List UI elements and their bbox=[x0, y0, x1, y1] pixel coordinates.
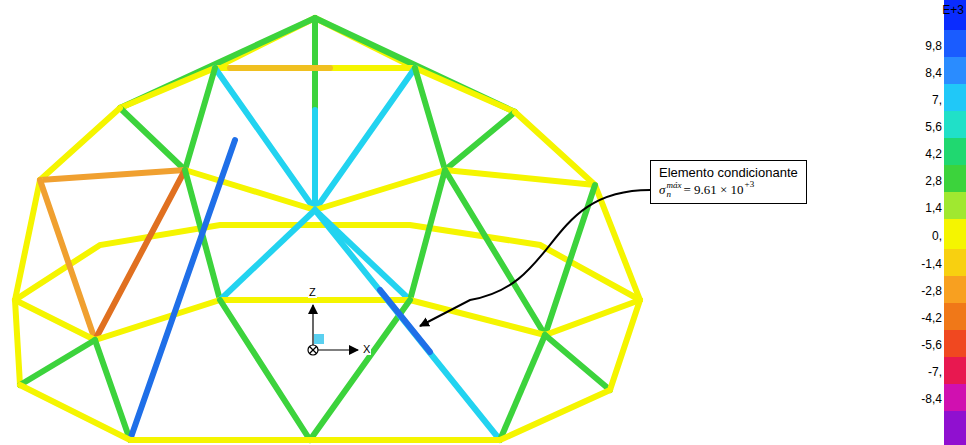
scale-tick: -2,8 bbox=[902, 285, 942, 297]
scale-tick: 0, bbox=[902, 230, 942, 242]
scale-tick: -5,6 bbox=[902, 339, 942, 351]
scale-tick: 5,6 bbox=[902, 121, 942, 133]
axis-label: X bbox=[362, 344, 371, 355]
callout-box: Elemento condicionanteσmáxn= 9.61 × 10+3 bbox=[650, 160, 807, 204]
axis-triad bbox=[308, 305, 358, 355]
scale-tick: 8,4 bbox=[902, 67, 942, 79]
scale-tick: -7, bbox=[902, 366, 942, 378]
axis-label: Z bbox=[308, 287, 317, 298]
scale-tick: -4,2 bbox=[902, 312, 942, 324]
scale-tick: 7, bbox=[902, 94, 942, 106]
scale-tick: -1,4 bbox=[902, 258, 942, 270]
superscript: máx bbox=[666, 181, 681, 190]
scale-tick: -8,4 bbox=[902, 393, 942, 405]
scale-tick: 2,8 bbox=[902, 175, 942, 187]
stress-formula: σmáxn= 9.61 × 10+3 bbox=[659, 181, 798, 199]
index-stack: máxn bbox=[666, 181, 681, 199]
subscript: n bbox=[666, 190, 681, 199]
callout-title: Elemento condicionante bbox=[659, 165, 798, 181]
leader-arrow bbox=[420, 190, 650, 326]
exponent: +3 bbox=[745, 176, 755, 192]
color-bar bbox=[944, 0, 966, 445]
scale-exponent: E+3 bbox=[924, 4, 964, 16]
scale-tick: 1,4 bbox=[902, 202, 942, 214]
sigma-symbol: σ bbox=[659, 182, 665, 198]
scale-tick: 4,2 bbox=[902, 148, 942, 160]
scale-tick: 9,8 bbox=[902, 40, 942, 52]
stress-value: = 9.61 × 10 bbox=[683, 182, 743, 198]
